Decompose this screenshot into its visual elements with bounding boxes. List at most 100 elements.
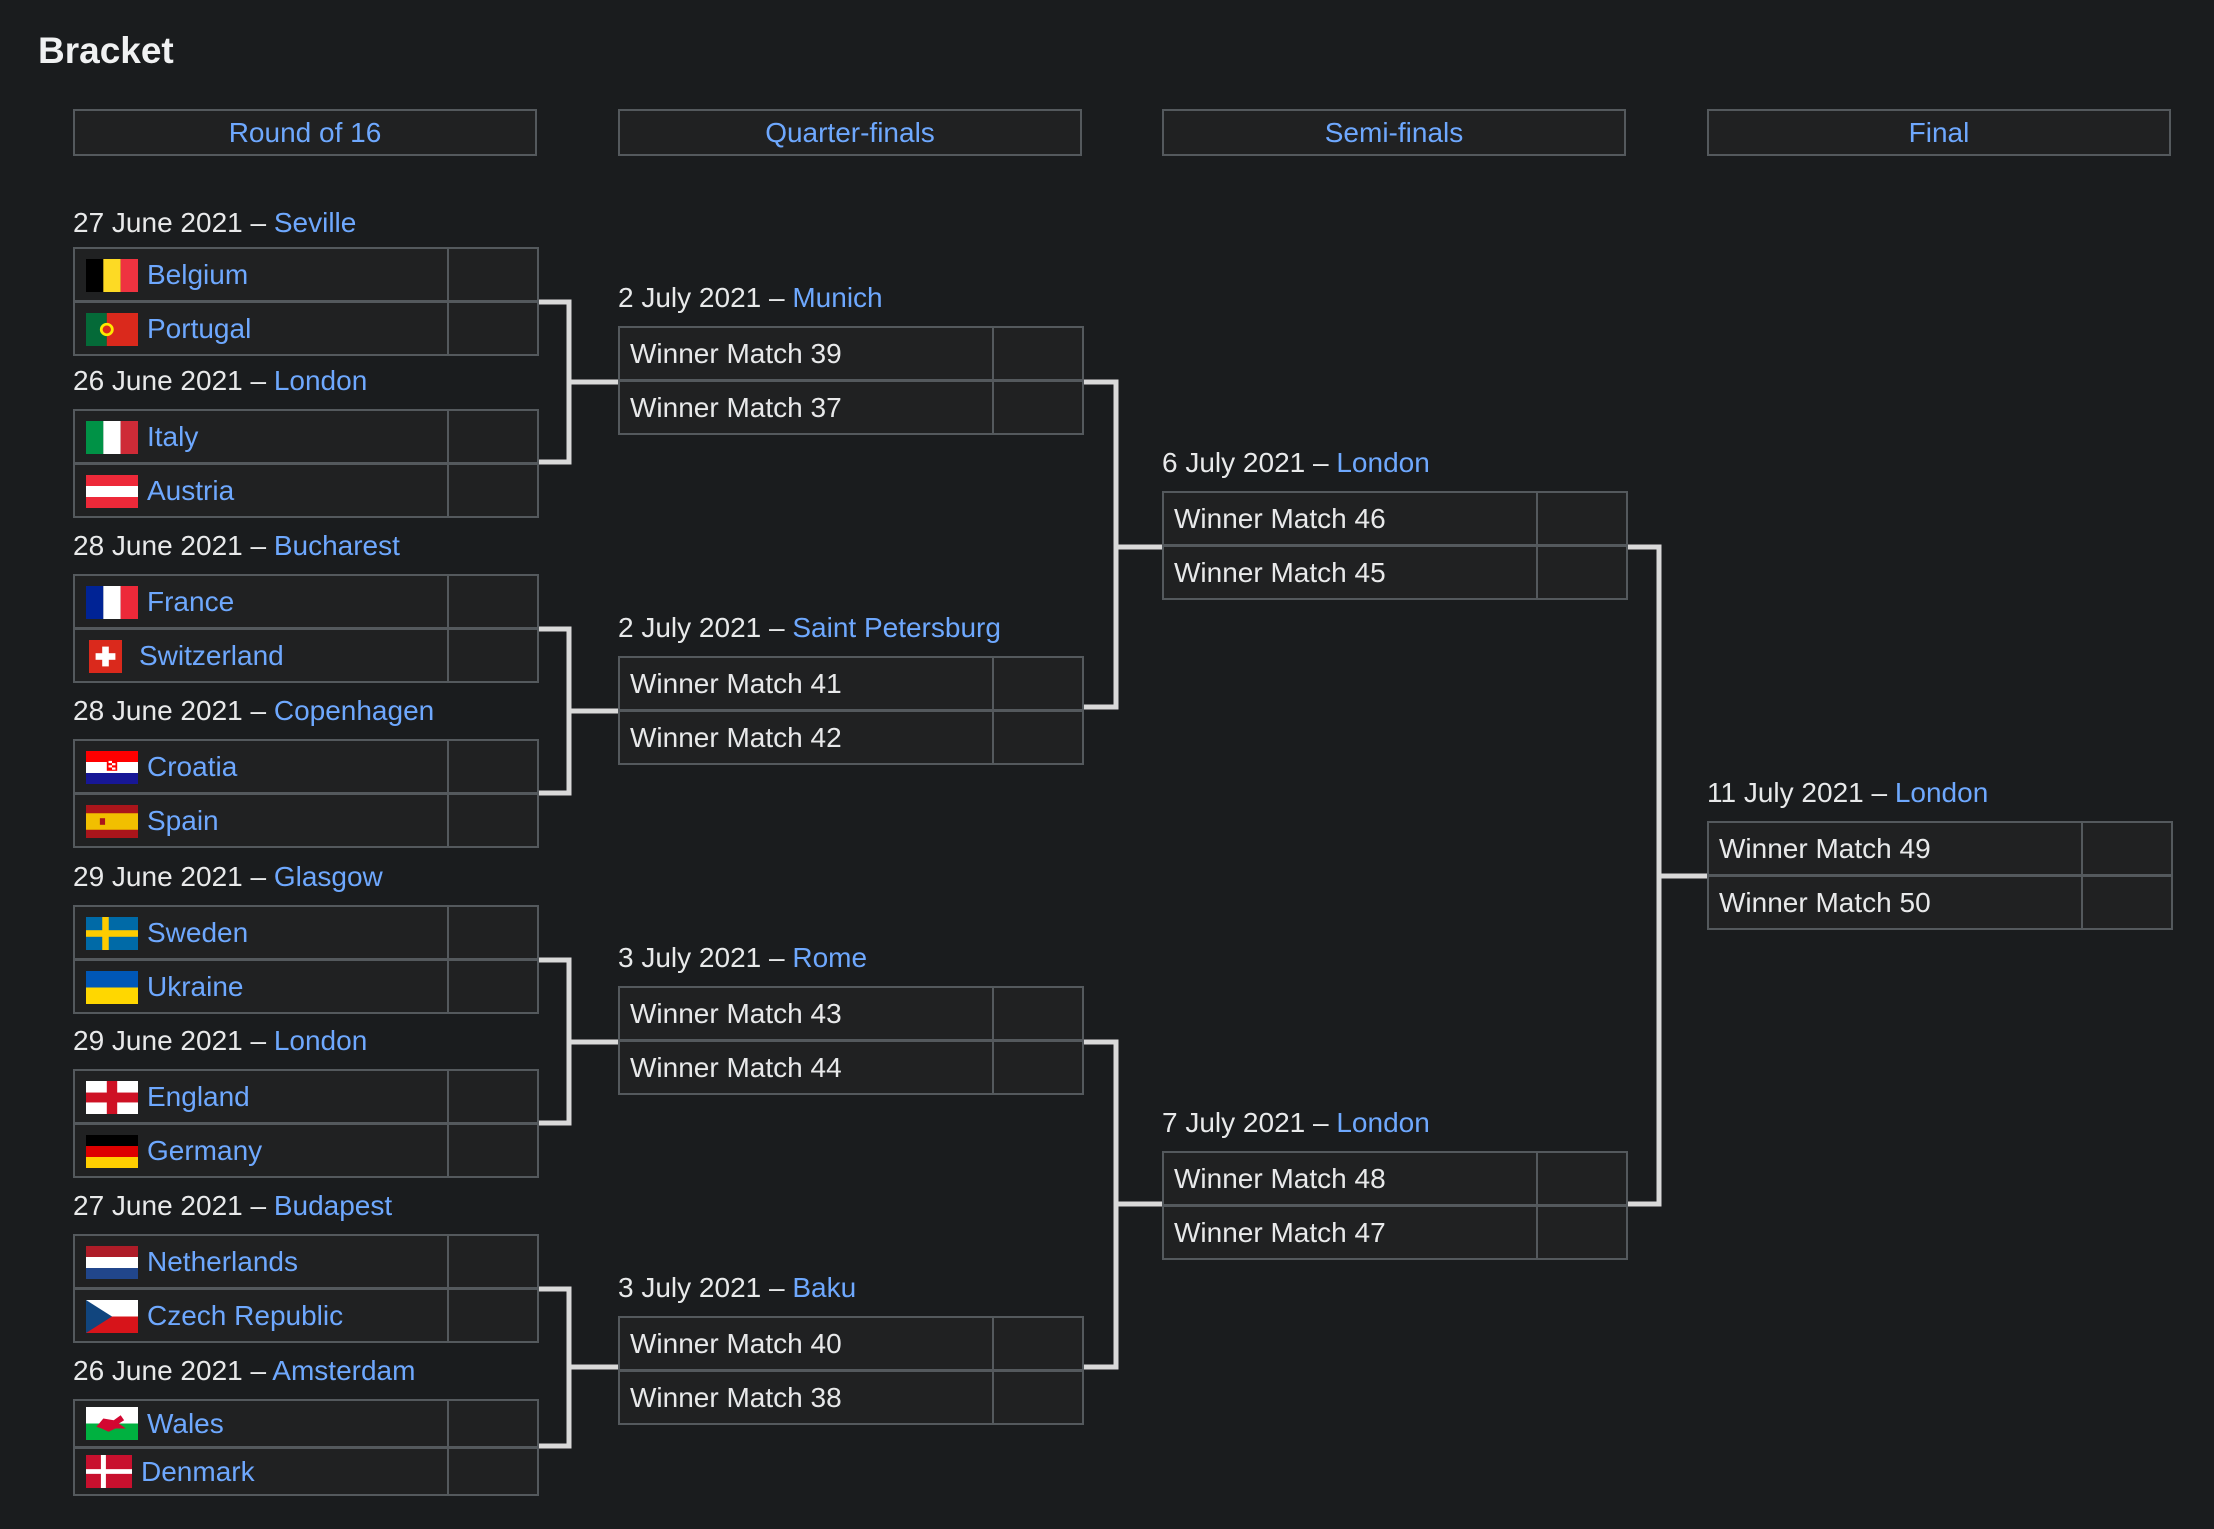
team-name[interactable]: Switzerland — [75, 630, 449, 681]
team-name[interactable]: Croatia — [75, 741, 449, 792]
team-row: Winner Match 40 — [618, 1316, 1084, 1371]
round-label[interactable]: Final — [1908, 117, 1970, 148]
team-name[interactable]: Czech Republic — [75, 1290, 449, 1341]
team-name[interactable]: Portugal — [75, 303, 449, 354]
match-header: 27 June 2021 – Seville — [73, 207, 356, 239]
match-header: 29 June 2021 – London — [73, 1025, 367, 1057]
venue-link[interactable]: Amsterdam — [272, 1355, 416, 1386]
team-name[interactable]: Germany — [75, 1125, 449, 1176]
venue-link[interactable]: Seville — [273, 207, 357, 238]
connector-line — [539, 626, 572, 796]
round-label[interactable]: Quarter-finals — [765, 117, 935, 148]
connector-line — [539, 299, 572, 465]
flag-austria-icon — [86, 475, 138, 508]
connector-line — [1084, 379, 1119, 710]
flag-wales-icon — [86, 1407, 138, 1440]
team-name: Winner Match 49 — [1709, 823, 2083, 874]
match-header: 11 July 2021 – London — [1707, 777, 1988, 809]
venue-link[interactable]: Rome — [792, 942, 868, 973]
team-name: Winner Match 38 — [620, 1372, 994, 1423]
match-date: 27 June 2021 – — [73, 207, 267, 238]
match-date: 7 July 2021 – — [1162, 1107, 1329, 1138]
team-row: Winner Match 50 — [1707, 875, 2173, 930]
team-name[interactable]: Spain — [75, 795, 449, 846]
team-row: Winner Match 44 — [618, 1040, 1084, 1095]
venue-link[interactable]: London — [1336, 1107, 1430, 1138]
match-date: 2 July 2021 – — [618, 612, 785, 643]
venue-link[interactable]: Baku — [792, 1272, 857, 1303]
team-row: Netherlands — [73, 1234, 539, 1289]
match-header: 27 June 2021 – Budapest — [73, 1190, 392, 1222]
match-header: 28 June 2021 – Copenhagen — [73, 695, 434, 727]
venue-link[interactable]: Copenhagen — [273, 695, 435, 726]
match-header: 2 July 2021 – Saint Petersburg — [618, 612, 1001, 644]
team-name[interactable]: England — [75, 1071, 449, 1122]
flag-netherlands-icon — [86, 1246, 138, 1279]
team-row: Switzerland — [73, 628, 539, 683]
match-header: 28 June 2021 – Bucharest — [73, 530, 400, 562]
round-label[interactable]: Semi-finals — [1324, 117, 1464, 148]
team-name: Winner Match 43 — [620, 988, 994, 1039]
venue-link[interactable]: London — [273, 365, 368, 396]
team-name: Winner Match 39 — [620, 328, 994, 379]
match-header: 7 July 2021 – London — [1162, 1107, 1430, 1139]
team-row: Winner Match 41 — [618, 656, 1084, 711]
match-date: 28 June 2021 – — [73, 695, 267, 726]
team-row: France — [73, 574, 539, 629]
flag-ukraine-icon — [86, 971, 138, 1004]
team-name: Winner Match 48 — [1164, 1153, 1538, 1204]
team-row: Austria — [73, 463, 539, 518]
team-name[interactable]: Ukraine — [75, 961, 449, 1012]
connector-line — [1084, 1039, 1119, 1370]
team-row: Winner Match 47 — [1162, 1205, 1628, 1260]
team-name: Winner Match 42 — [620, 712, 994, 763]
team-row: Spain — [73, 793, 539, 848]
round-header-final[interactable]: Final — [1707, 109, 2171, 156]
flag-sweden-icon — [86, 917, 138, 950]
round-header-qf[interactable]: Quarter-finals — [618, 109, 1082, 156]
match-date: 6 July 2021 – — [1162, 447, 1329, 478]
match-date: 3 July 2021 – — [618, 1272, 785, 1303]
team-name[interactable]: France — [75, 576, 449, 627]
venue-link[interactable]: London — [1336, 447, 1430, 478]
venue-link[interactable]: Bucharest — [273, 530, 400, 561]
match-date: 26 June 2021 – — [73, 365, 267, 396]
venue-link[interactable]: Munich — [792, 282, 883, 313]
match-date: 27 June 2021 – — [73, 1190, 267, 1221]
page-title: Bracket — [38, 30, 174, 71]
flag-england-icon — [86, 1081, 138, 1114]
team-row: Portugal — [73, 301, 539, 356]
match-header: 3 July 2021 – Rome — [618, 942, 867, 974]
match-date: 3 July 2021 – — [618, 942, 785, 973]
flag-croatia-icon — [86, 751, 138, 784]
team-name[interactable]: Denmark — [75, 1449, 449, 1494]
team-name: Winner Match 41 — [620, 658, 994, 709]
team-name[interactable]: Sweden — [75, 907, 449, 958]
team-name: Winner Match 46 — [1164, 493, 1538, 544]
match-header: 2 July 2021 – Munich — [618, 282, 883, 314]
team-name[interactable]: Wales — [75, 1401, 449, 1446]
team-name[interactable]: Italy — [75, 411, 449, 462]
venue-link[interactable]: London — [1894, 777, 1989, 808]
round-label[interactable]: Round of 16 — [228, 117, 382, 148]
match-header: 6 July 2021 – London — [1162, 447, 1430, 479]
venue-link[interactable]: Budapest — [273, 1190, 393, 1221]
venue-link[interactable]: Saint Petersburg — [792, 612, 1001, 643]
team-row: Winner Match 48 — [1162, 1151, 1628, 1206]
team-name[interactable]: Austria — [75, 465, 449, 516]
team-name: Winner Match 40 — [620, 1318, 994, 1369]
match-header: 29 June 2021 – Glasgow — [73, 861, 383, 893]
flag-spain-icon — [86, 805, 138, 838]
venue-link[interactable]: London — [273, 1025, 368, 1056]
round-header-r16[interactable]: Round of 16 — [73, 109, 537, 156]
team-row: Belgium — [73, 247, 539, 302]
venue-link[interactable]: Glasgow — [273, 861, 383, 892]
round-header-sf[interactable]: Semi-finals — [1162, 109, 1626, 156]
flag-france-icon — [86, 586, 138, 619]
match-date: 29 June 2021 – — [73, 1025, 267, 1056]
team-name[interactable]: Belgium — [75, 249, 449, 300]
team-row: Winner Match 37 — [618, 380, 1084, 435]
team-row: Germany — [73, 1123, 539, 1178]
team-name[interactable]: Netherlands — [75, 1236, 449, 1287]
